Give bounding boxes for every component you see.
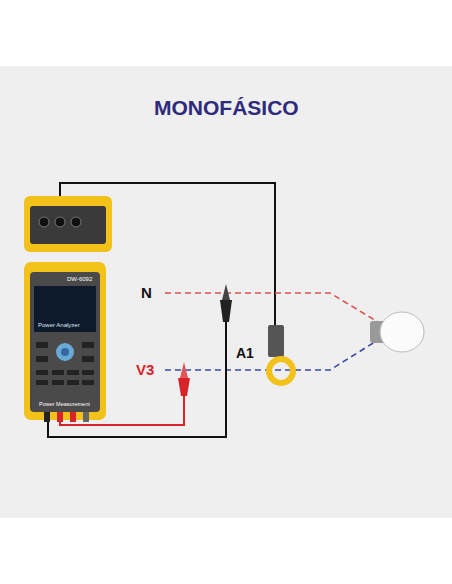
meter-body [24,262,106,420]
current-clamp [268,325,284,357]
neutral-clip [220,300,232,322]
phase-clip [178,378,190,396]
model-name: DW-6092 [67,276,92,282]
neutral-line [165,293,378,322]
light-bulb [380,312,424,352]
clamp-input-panel [30,206,106,244]
signal-name: N [141,285,152,300]
device-text: Power Measurement [39,402,90,408]
meter-dial [56,343,74,361]
meter-screen [34,286,96,332]
clamp-input-box [24,196,112,252]
diagram-title: MONOFÁSICO [154,97,299,118]
signal-name: A1 [236,346,254,360]
screen-text: Power Analyzer [38,322,80,328]
clamp-jaw [269,359,293,383]
background-panel [0,66,452,518]
signal-name: V3 [136,362,154,377]
meter-face [30,272,100,412]
